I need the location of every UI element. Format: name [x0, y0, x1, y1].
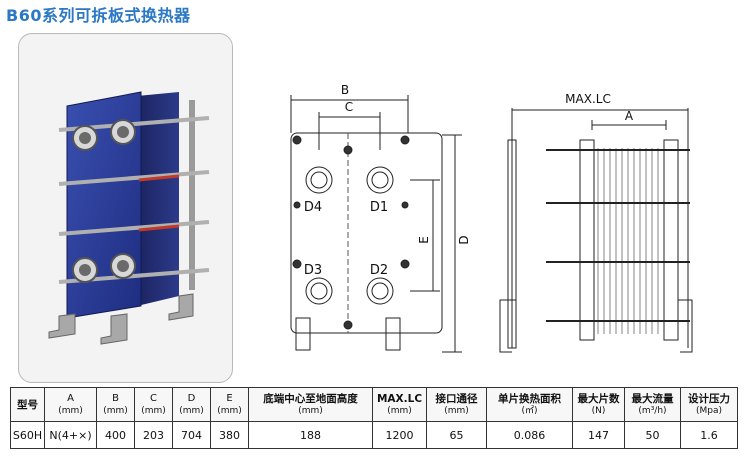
port-label-d3: D3: [304, 263, 322, 278]
table-header-row: 型号 A(mm) B(mm) C(mm) D(mm) E(mm) 底端中心至地面…: [10, 387, 738, 422]
spec-table: 型号 A(mm) B(mm) C(mm) D(mm) E(mm) 底端中心至地面…: [10, 387, 738, 449]
cell-connection-diameter: 65: [426, 421, 487, 449]
heat-exchanger-photo-illustration: [48, 91, 210, 345]
header-cell: 接口通径(mm): [426, 387, 487, 422]
dim-label-d: D: [457, 235, 471, 244]
header-cell: C(mm): [134, 387, 173, 422]
header-cell: 最大片数(N): [572, 387, 625, 422]
header-cell: E(mm): [210, 387, 249, 422]
page-title: B60系列可拆板式换热器: [6, 6, 191, 25]
front-view-frame: [290, 132, 443, 334]
dim-label-c: C: [345, 100, 353, 114]
cell-max-flow: 50: [624, 421, 681, 449]
dim-label-e: E: [417, 236, 431, 244]
port-label-d1: D1: [370, 200, 388, 215]
header-cell: 设计压力(Mpa): [680, 387, 738, 422]
product-photo: [18, 33, 233, 383]
header-cell: A(mm): [44, 387, 97, 422]
cell-max-plates: 147: [572, 421, 625, 449]
table-row: S60H N(4+×) 400 203 704 380 188 1200 65 …: [10, 421, 738, 449]
cell-d: 704: [172, 421, 211, 449]
header-cell: MAX.LC(mm): [372, 387, 427, 422]
cell-e: 380: [210, 421, 249, 449]
cell-design-pressure: 1.6: [680, 421, 738, 449]
header-cell: 单片换热面积(㎡): [486, 387, 573, 422]
port-label-d4: D4: [304, 200, 322, 215]
technical-drawing: B C E D D4 D1 D3 D2 MAX.LC A: [290, 83, 693, 353]
port-label-d2: D2: [370, 263, 388, 278]
dim-label-b: B: [341, 83, 349, 97]
cell-b: 400: [96, 421, 135, 449]
header-cell: 底端中心至地面高度(mm): [248, 387, 373, 422]
cell-max-lc: 1200: [372, 421, 427, 449]
dim-label-a: A: [625, 109, 634, 123]
header-cell: B(mm): [96, 387, 135, 422]
header-cell: 最大流量(m³/h): [624, 387, 681, 422]
cell-a: N(4+×): [44, 421, 97, 449]
cell-c: 203: [134, 421, 173, 449]
header-cell: 型号: [10, 387, 45, 422]
header-cell: D(mm): [172, 387, 211, 422]
cell-plate-area: 0.086: [486, 421, 573, 449]
cell-bottom-height: 188: [248, 421, 373, 449]
dim-label-max-lc: MAX.LC: [565, 92, 611, 106]
cell-model: S60H: [10, 421, 45, 449]
